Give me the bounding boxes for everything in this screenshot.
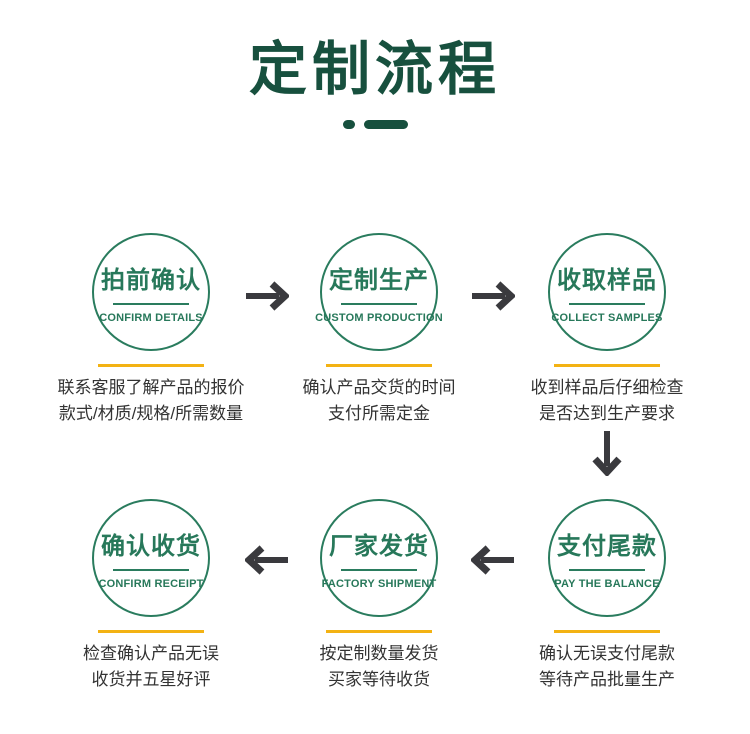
step-divider	[569, 303, 645, 305]
step-subtitle: COLLECT SAMPLES	[551, 312, 663, 324]
arrow-right-icon	[471, 281, 515, 311]
step-title: 收取样品	[557, 267, 657, 294]
gold-underline	[326, 630, 432, 633]
gold-underline	[98, 364, 204, 367]
arrow-down-icon	[592, 430, 622, 476]
step-confirm-details: 拍前确认 CONFIRM DETAILS 联系客服了解产品的报价 款式/材质/规…	[41, 233, 261, 427]
step-description-line: 买家等待收货	[328, 670, 430, 689]
step-description-line: 款式/材质/规格/所需数量	[58, 404, 244, 423]
step-description-line: 按定制数量发货	[319, 644, 439, 663]
step-custom-production: 定制生产 CUSTOM PRODUCTION 确认产品交货的时间 支付所需定金	[269, 233, 489, 427]
title-underline-dot	[342, 120, 355, 129]
step-title: 厂家发货	[329, 533, 429, 560]
step-subtitle: FACTORY SHIPMENT	[321, 578, 437, 590]
step-title: 定制生产	[329, 267, 429, 294]
step-divider	[341, 569, 417, 571]
step-circle: 确认收货 CONFIRM RECEIPT	[92, 499, 210, 617]
step-subtitle: CUSTOM PRODUCTION	[315, 312, 443, 324]
step-collect-samples: 收取样品 COLLECT SAMPLES 收到样品后仔细检查 是否达到生产要求	[497, 233, 717, 427]
gold-underline	[554, 364, 660, 367]
step-description-line: 是否达到生产要求	[539, 404, 675, 423]
step-confirm-receipt: 确认收货 CONFIRM RECEIPT 检查确认产品无误 收货并五星好评	[41, 499, 261, 693]
step-title: 支付尾款	[557, 533, 657, 560]
step-description-line: 确认无误支付尾款	[539, 644, 675, 663]
step-description-line: 联系客服了解产品的报价	[57, 378, 245, 397]
step-circle: 厂家发货 FACTORY SHIPMENT	[320, 499, 438, 617]
step-description-line: 确认产品交货的时间	[302, 378, 456, 397]
step-subtitle: PAY THE BALANCE	[554, 578, 660, 590]
step-divider	[569, 569, 645, 571]
step-description-line: 收货并五星好评	[91, 670, 211, 689]
gold-underline	[326, 364, 432, 367]
step-title: 确认收货	[101, 533, 201, 560]
arrow-left-icon	[245, 545, 289, 575]
step-pay-balance: 支付尾款 PAY THE BALANCE 确认无误支付尾款 等待产品批量生产	[497, 499, 717, 693]
step-circle: 收取样品 COLLECT SAMPLES	[548, 233, 666, 351]
step-subtitle: CONFIRM RECEIPT	[98, 578, 204, 590]
page-title: 定制流程	[248, 37, 501, 102]
step-subtitle: CONFIRM DETAILS	[99, 312, 203, 324]
step-description-line: 检查确认产品无误	[83, 644, 219, 663]
step-title: 拍前确认	[101, 267, 201, 294]
step-circle: 支付尾款 PAY THE BALANCE	[548, 499, 666, 617]
arrow-left-icon	[471, 545, 515, 575]
step-circle: 定制生产 CUSTOM PRODUCTION	[315, 233, 443, 351]
arrow-right-icon	[245, 281, 289, 311]
step-description-line: 收到样品后仔细检查	[530, 378, 684, 397]
gold-underline	[554, 630, 660, 633]
step-divider	[113, 569, 189, 571]
step-divider	[341, 303, 417, 305]
step-divider	[113, 303, 189, 305]
title-underline-dash	[363, 120, 408, 129]
gold-underline	[98, 630, 204, 633]
step-description-line: 支付所需定金	[328, 404, 430, 423]
step-factory-shipment: 厂家发货 FACTORY SHIPMENT 按定制数量发货 买家等待收货	[269, 499, 489, 693]
step-description-line: 等待产品批量生产	[539, 670, 675, 689]
title-underline	[0, 120, 750, 129]
step-circle: 拍前确认 CONFIRM DETAILS	[92, 233, 210, 351]
